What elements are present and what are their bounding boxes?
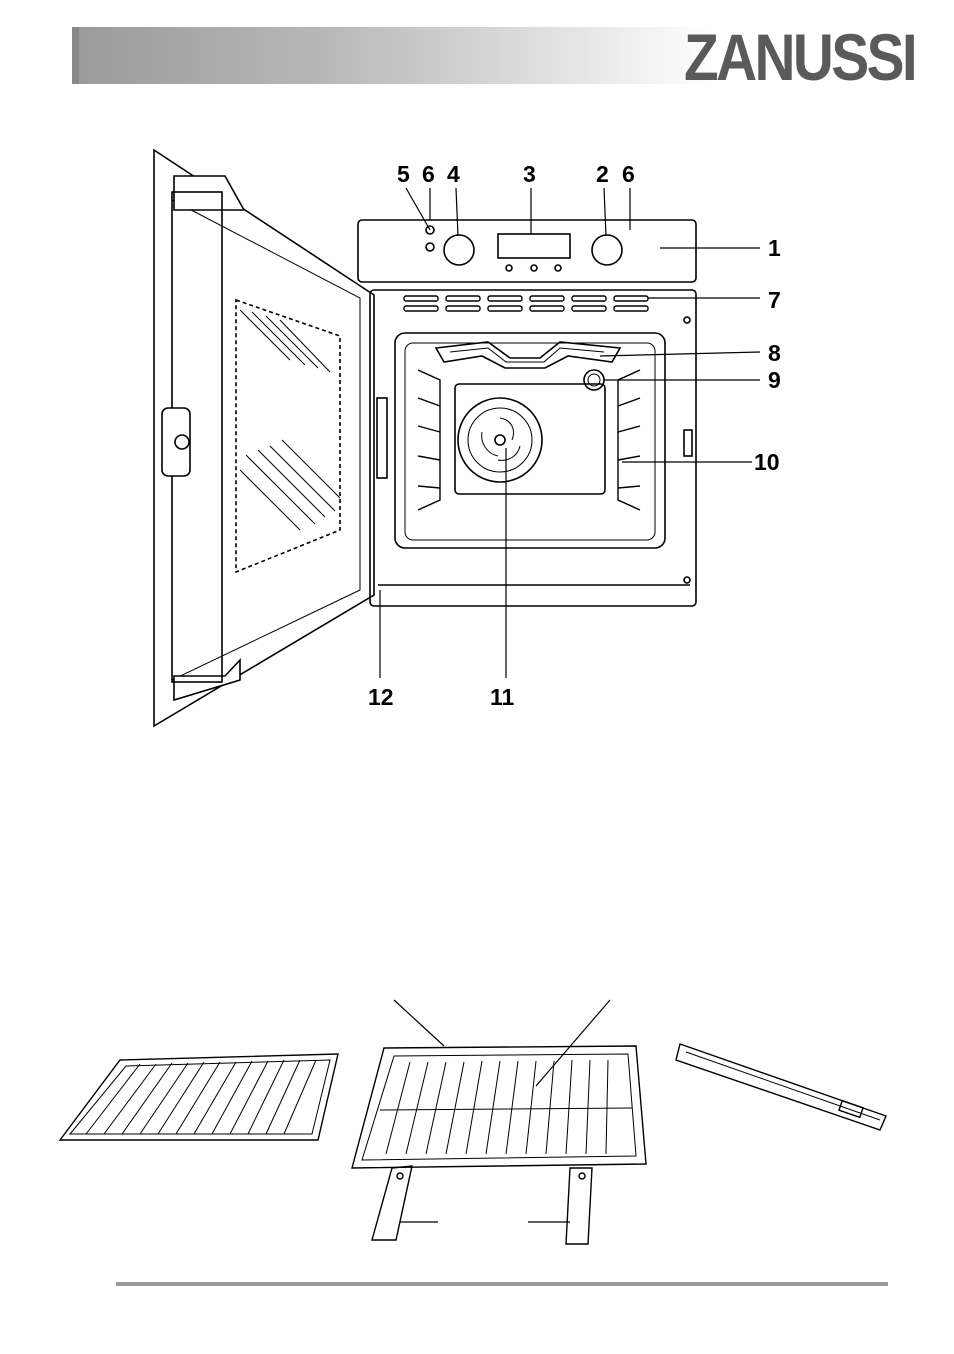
grill-pan xyxy=(352,1000,646,1244)
leader-lines xyxy=(380,188,760,678)
oven-door xyxy=(154,150,387,726)
callout-2: 2 xyxy=(596,161,609,187)
callout-12: 12 xyxy=(368,684,394,710)
callout-10: 10 xyxy=(754,449,780,475)
callout-5: 5 xyxy=(397,161,410,187)
footer-rule xyxy=(116,1282,888,1286)
callout-9: 9 xyxy=(768,367,781,393)
wire-shelf xyxy=(60,1054,338,1140)
callout-6-left: 6 xyxy=(422,161,435,187)
shelf-runner xyxy=(676,1044,886,1130)
callout-1: 1 xyxy=(768,235,781,261)
callout-6-right: 6 xyxy=(622,161,635,187)
callout-11: 11 xyxy=(490,684,515,710)
oven-cavity xyxy=(370,290,696,606)
callout-4: 4 xyxy=(447,161,460,187)
callout-7: 7 xyxy=(768,287,781,313)
callout-3: 3 xyxy=(523,161,536,187)
control-panel xyxy=(358,220,696,282)
callout-8: 8 xyxy=(768,340,781,366)
